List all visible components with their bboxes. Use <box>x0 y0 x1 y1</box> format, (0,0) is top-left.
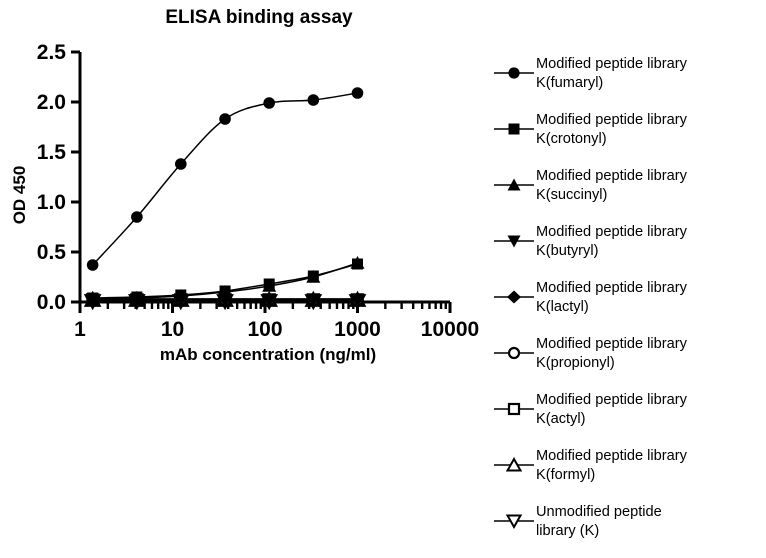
legend-item-label: Modified peptide library K(succinyl) <box>536 168 687 203</box>
open-up-triangle-icon <box>492 444 536 478</box>
legend-item[interactable]: Modified peptide library K(propionyl) <box>492 332 766 388</box>
y-tick-label: 2.5 <box>37 41 67 64</box>
chart-title: ELISA binding assay <box>165 7 353 28</box>
legend-item[interactable]: Modified peptide library K(crotonyl) <box>492 108 766 164</box>
x-tick-label: 100 <box>247 318 282 341</box>
data-point-filled-square <box>131 291 143 303</box>
y-tick-label: 0.5 <box>37 241 67 264</box>
data-point-filled-square <box>263 278 275 290</box>
data-point-filled-circle <box>175 158 187 170</box>
legend-item[interactable]: Modified peptide library K(formyl) <box>492 444 766 500</box>
filled-up-triangle-icon <box>492 164 536 198</box>
data-point-filled-square <box>87 292 99 304</box>
data-point-filled-square <box>175 289 187 301</box>
y-axis-label: OD 450 <box>10 166 29 225</box>
open-down-triangle-icon <box>492 500 536 534</box>
legend-item-label: Modified peptide library K(fumaryl) <box>536 56 687 91</box>
series-0 <box>86 87 364 271</box>
legend-item-label: Modified peptide library K(butyryl) <box>536 224 687 259</box>
data-point-filled-down-triangle <box>306 293 321 306</box>
y-tick-label: 2.0 <box>37 91 66 114</box>
legend-item-label: Unmodified peptide library (K) <box>536 504 662 539</box>
legend-item[interactable]: Modified peptide library K(actyl) <box>492 388 766 444</box>
data-point-filled-down-triangle <box>350 293 365 306</box>
legend-item-label: Modified peptide library K(lactyl) <box>536 280 687 315</box>
data-point-filled-circle <box>86 259 99 271</box>
data-point-filled-circle <box>307 94 320 106</box>
data-point-filled-circle <box>131 211 143 223</box>
data-point-filled-circle <box>219 113 231 125</box>
data-point-filled-circle <box>351 87 364 99</box>
x-tick-label: 1 <box>74 318 86 341</box>
legend-item[interactable]: Modified peptide library K(butyryl) <box>492 220 766 276</box>
data-point-filled-circle <box>263 97 275 109</box>
open-square-icon <box>492 388 536 422</box>
y-tick-label: 1.0 <box>37 191 66 214</box>
x-axis-label: mAb concentration (ng/ml) <box>160 345 376 364</box>
legend: Modified peptide library K(fumaryl) Modi… <box>492 52 766 556</box>
axes: 0.0 0.5 1.0 1.5 2.0 2.5 1 10 100 1000 10000 <box>37 41 479 341</box>
filled-square-icon <box>492 108 536 142</box>
legend-item[interactable]: Modified peptide library K(lactyl) <box>492 276 766 332</box>
plot-area <box>83 87 367 311</box>
filled-down-triangle-icon <box>492 220 536 254</box>
legend-item-label: Modified peptide library K(crotonyl) <box>536 112 687 147</box>
legend-item[interactable]: Modified peptide library K(succinyl) <box>492 164 766 220</box>
data-point-filled-down-triangle <box>262 293 277 306</box>
data-point-filled-square <box>219 285 231 297</box>
legend-item-label: Modified peptide library K(actyl) <box>536 392 687 427</box>
legend-item-label: Modified peptide library K(propionyl) <box>536 336 687 371</box>
legend-item-label: Modified peptide library K(formyl) <box>536 448 687 483</box>
legend-item[interactable]: Unmodified peptide library (K) <box>492 500 766 556</box>
x-tick-label: 1000 <box>334 318 381 341</box>
data-point-filled-square <box>307 270 319 282</box>
filled-diamond-icon <box>492 276 536 310</box>
data-point-filled-square <box>352 258 363 270</box>
y-tick-label: 0.0 <box>37 291 66 314</box>
x-tick-label: 10 <box>161 318 184 341</box>
x-tick-label: 10000 <box>421 318 479 341</box>
filled-circle-icon <box>492 52 536 86</box>
open-circle-icon <box>492 332 536 366</box>
y-tick-label: 1.5 <box>37 141 67 164</box>
series-1 <box>87 258 363 304</box>
legend-item[interactable]: Modified peptide library K(fumaryl) <box>492 52 766 108</box>
